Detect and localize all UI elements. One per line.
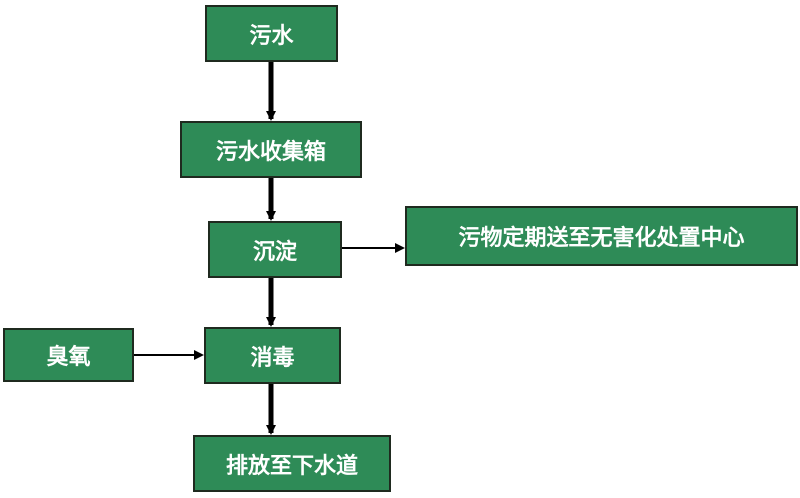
node-sewage-label: 污水 [249, 23, 294, 49]
node-sedimentation-label: 沉淀 [252, 239, 297, 265]
node-ozone-label: 臭氧 [46, 345, 91, 370]
node-disinfection-label: 消毒 [250, 345, 295, 371]
node-ozone: 臭氧 [3, 328, 134, 382]
node-sedimentation: 沉淀 [208, 221, 342, 278]
node-harmless-disposal-center-label: 污物定期送至无害化处置中心 [458, 226, 745, 251]
node-sewage-collection-tank: 污水收集箱 [180, 121, 362, 178]
node-disinfection: 消毒 [204, 327, 341, 384]
node-harmless-disposal-center: 污物定期送至无害化处置中心 [405, 206, 798, 266]
node-sewage: 污水 [205, 5, 338, 62]
node-sewage-collection-tank-label: 污水收集箱 [215, 139, 326, 165]
node-discharge-to-sewer-label: 排放至下水道 [225, 453, 358, 479]
node-discharge-to-sewer: 排放至下水道 [193, 435, 391, 492]
